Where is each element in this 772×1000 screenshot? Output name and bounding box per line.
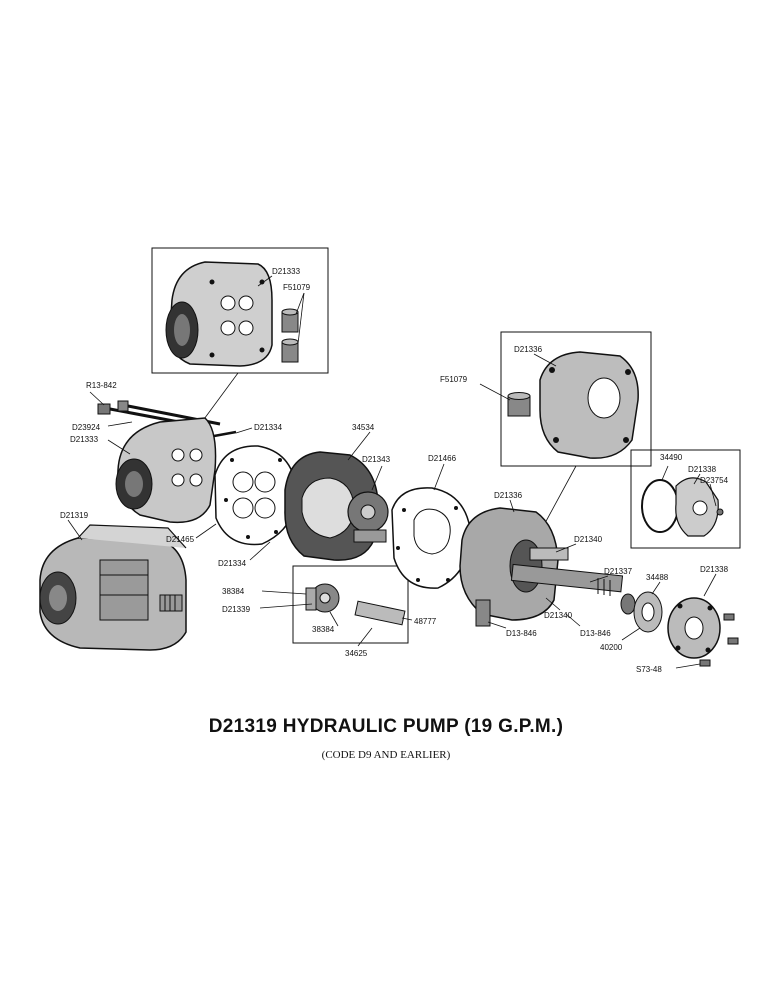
diagram-title: D21319 HYDRAULIC PUMP (19 G.P.M.): [208, 716, 564, 737]
inset-end-cover: 34490 D21338 D23754: [630, 449, 741, 549]
label-inset-d21333: D21333: [272, 267, 301, 276]
gasket-rear: D21465 D21334: [166, 445, 297, 568]
label-d21340-top: D21340: [574, 535, 603, 544]
drive-gear: D21343: [347, 455, 391, 543]
label-d13-846-right: D13-846: [580, 629, 611, 638]
label-38384-top: 38384: [222, 587, 245, 596]
label-r13-842: R13-842: [86, 381, 117, 390]
label-d21337: D21337: [604, 567, 633, 576]
label-d21334-top: D21334: [254, 423, 283, 432]
rear-cover-assembly: R13-842 D23924 D21333 D21334: [70, 381, 283, 524]
label-d21340-bottom: D21340: [544, 611, 573, 620]
end-cover: D21338 S73-48: [636, 565, 739, 674]
label-d13-846-left: D13-846: [506, 629, 537, 638]
label-40200: 40200: [600, 643, 623, 652]
label-d23754: D23754: [700, 476, 729, 485]
label-d21343: D21343: [362, 455, 391, 464]
drive-shaft: D21340 D21337 D21340 D13-846: [510, 535, 633, 638]
label-d21465: D21465: [166, 535, 195, 544]
label-d21336: D21336: [494, 491, 523, 500]
bushing-icon: [507, 392, 531, 417]
label-48777: 48777: [414, 617, 437, 626]
label-inset-d21336: D21336: [514, 345, 543, 354]
inset-rear-cover: D21333 F51079: [151, 247, 329, 374]
label-d21319: D21319: [60, 511, 89, 520]
label-d21338: D21338: [700, 565, 729, 574]
label-d21334-bottom: D21334: [218, 559, 247, 568]
label-d23924: D23924: [72, 423, 101, 432]
diagram-subtitle: (CODE D9 AND EARLIER): [321, 749, 451, 761]
seal-bearing: 34488 40200: [600, 573, 669, 652]
label-34625: 34625: [345, 649, 368, 658]
label-d21333: D21333: [70, 435, 99, 444]
label-inset-d21338: D21338: [688, 465, 717, 474]
label-34488: 34488: [646, 573, 669, 582]
label-s73-48: S73-48: [636, 665, 662, 674]
label-d21466: D21466: [428, 454, 457, 463]
label-inset-f51079: F51079: [283, 283, 311, 292]
label-38384-bottom: 38384: [312, 625, 335, 634]
label-inset-f51079: F51079: [440, 375, 468, 384]
inset-front-body: D21336 F51079: [440, 331, 652, 467]
assembled-pump: D21319: [39, 511, 187, 651]
gear-shaft-inset: 38384 D21339 38384 48777 34625: [222, 565, 437, 658]
label-34490: 34490: [660, 453, 683, 462]
bushing-icon: [281, 308, 299, 363]
label-34534: 34534: [352, 423, 375, 432]
label-d21339: D21339: [222, 605, 251, 614]
gasket-front: D21466: [391, 454, 471, 589]
